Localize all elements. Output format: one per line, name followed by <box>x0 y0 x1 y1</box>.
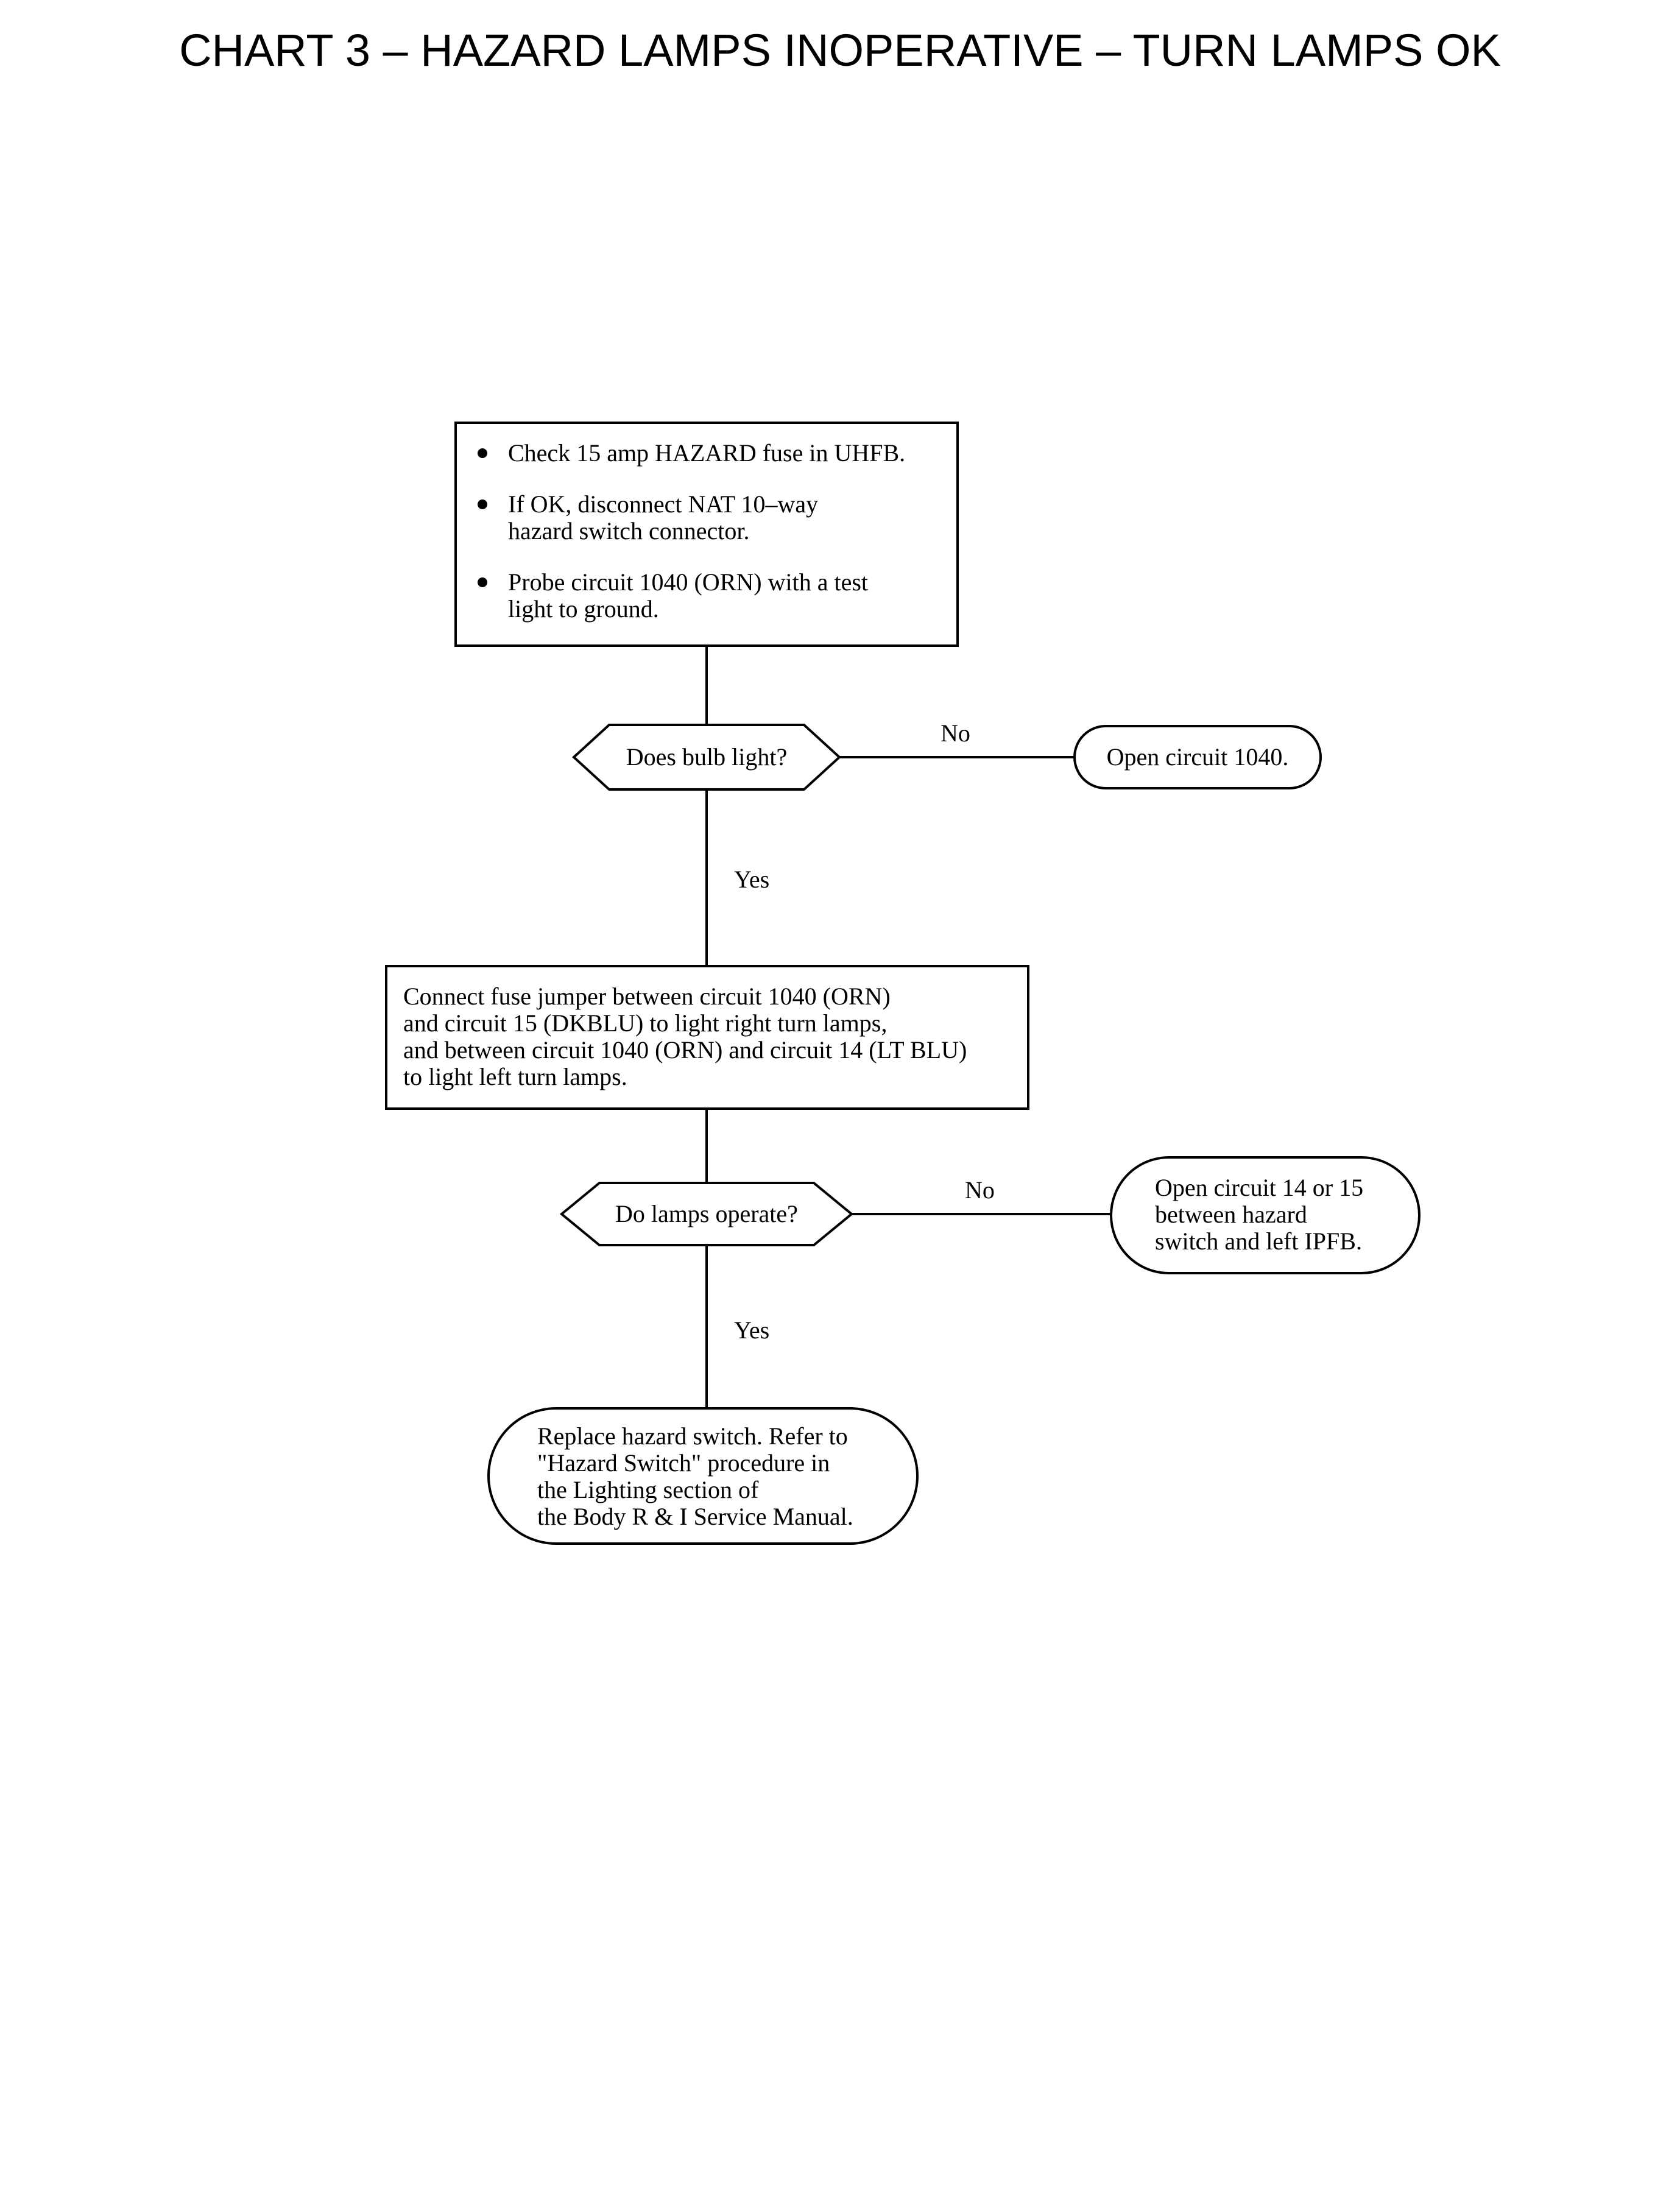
bullet-icon <box>478 448 487 458</box>
decision2-text: Do lamps operate? <box>615 1200 798 1227</box>
start-step: If OK, disconnect NAT 10–way hazard swit… <box>474 491 905 545</box>
start-box-steps: Check 15 amp HAZARD fuse in UHFB. If OK,… <box>474 440 905 647</box>
bullet-icon <box>478 577 487 587</box>
decision2-yes-label: Yes <box>734 1316 770 1344</box>
start-step: Check 15 amp HAZARD fuse in UHFB. <box>474 440 905 467</box>
final-terminal-shape <box>487 1407 919 1545</box>
process2-shape <box>385 965 1029 1110</box>
decision1-no-label: No <box>941 719 970 747</box>
terminal-open-1040-shape <box>1073 725 1322 789</box>
page-title: CHART 3 – HAZARD LAMPS INOPERATIVE – TUR… <box>179 25 1501 76</box>
decision1-yes-label: Yes <box>734 866 770 893</box>
decision2-shape <box>559 1182 854 1246</box>
start-step: Probe circuit 1040 (ORN) with a test lig… <box>474 569 905 623</box>
bullet-icon <box>478 500 487 509</box>
start-box-shape <box>454 422 959 647</box>
final-terminal-text: Replace hazard switch. Refer to "Hazard … <box>537 1422 853 1530</box>
decision2-no-label: No <box>965 1176 995 1204</box>
terminal-open-14-15-text: Open circuit 14 or 15 between hazard swi… <box>1155 1174 1364 1255</box>
terminal-open-14-15-shape <box>1110 1156 1421 1274</box>
terminal-open-1040-text: Open circuit 1040. <box>1106 743 1289 771</box>
decision1-shape <box>572 724 841 791</box>
decision1-text: Does bulb light? <box>626 743 788 771</box>
process2-text: Connect fuse jumper between circuit 1040… <box>403 983 967 1090</box>
